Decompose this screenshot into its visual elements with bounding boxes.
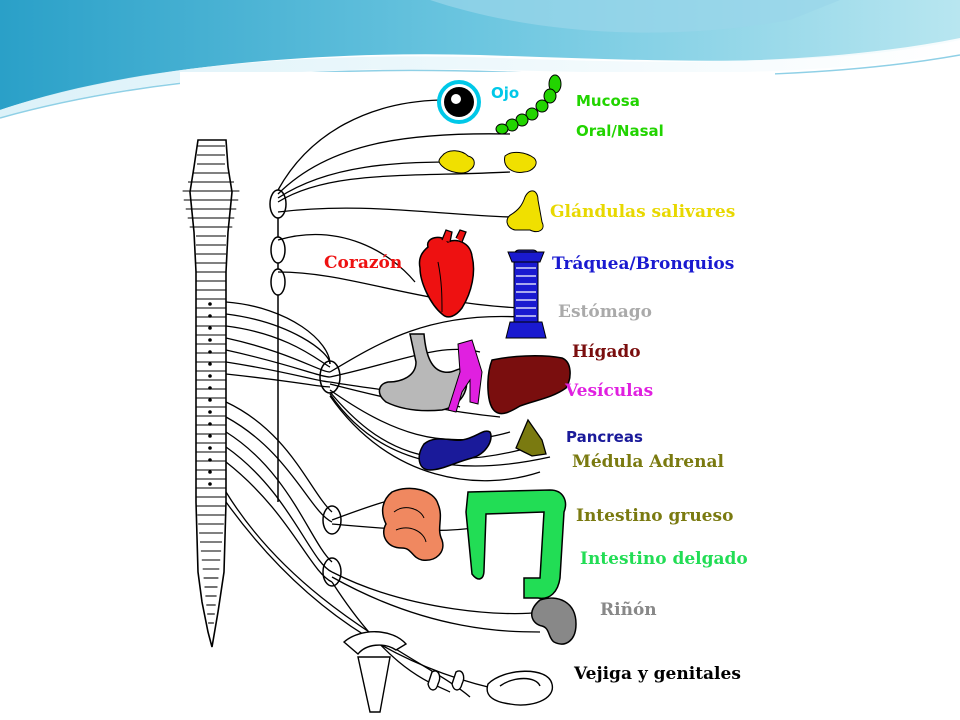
spinal-dot: [208, 338, 212, 342]
mucosa-organ: [495, 74, 562, 135]
heart-organ: [418, 229, 475, 318]
label-pancreas: Pancreas: [566, 428, 643, 446]
liver-organ: [487, 355, 571, 415]
spinal-dot: [208, 458, 212, 462]
spinal-dot: [208, 302, 212, 306]
spinal-dots: [208, 302, 212, 486]
spinal-dot: [208, 398, 212, 402]
label-oral-nasal: Oral/Nasal: [576, 122, 664, 140]
diagram-drawing: [182, 74, 577, 713]
label-corazon: Corazón: [324, 253, 403, 273]
spinal-dot: [208, 374, 212, 378]
label-vesiculas: Vesículas: [565, 381, 654, 401]
spinal-dot: [208, 362, 212, 366]
label-ojo: Ojo: [491, 84, 520, 102]
label-traquea-bronquios: Tráquea/Bronquios: [552, 254, 735, 274]
label-medula-adrenal: Médula Adrenal: [572, 452, 724, 472]
spinal-dot: [208, 350, 212, 354]
ganglion-chain: [269, 189, 342, 587]
label-mucosa: Mucosa: [576, 92, 640, 110]
label-higado: Hígado: [572, 342, 641, 362]
vesicles-organ: [447, 339, 483, 413]
spinal-dot: [208, 314, 212, 318]
spinal-dot: [208, 470, 212, 474]
spinal-dot: [208, 446, 212, 450]
bladder-genitals-organ: [342, 631, 553, 713]
salivary-gland-organ: [506, 190, 544, 233]
trachea-organ: [505, 249, 547, 339]
spinal-dot: [208, 326, 212, 330]
stomach-organ: [378, 333, 468, 412]
label-vejiga-genitales: Vejiga y genitales: [574, 664, 741, 684]
kidney-organ: [531, 597, 577, 645]
spinal-cord: [189, 139, 233, 648]
adrenal-organ: [515, 418, 547, 457]
spinal-dot: [208, 410, 212, 414]
large-intestine-organ: [465, 489, 567, 600]
autonomic-nervous-system-diagram: Ojo Mucosa Oral/Nasal Glándulas salivare…: [180, 72, 775, 720]
spinal-dot: [208, 386, 212, 390]
trachea-rings: [516, 267, 536, 317]
eye-organ: [437, 80, 481, 124]
small-intestine-organ: [381, 487, 444, 561]
label-rinon: Riñón: [600, 600, 657, 620]
label-intestino-delgado: Intestino delgado: [580, 549, 748, 569]
spinal-dot: [208, 422, 212, 426]
label-glandulas-salivares: Glándulas salivares: [550, 202, 736, 222]
pancreas-organ: [418, 430, 492, 471]
label-estomago: Estómago: [558, 302, 652, 322]
spinal-dot: [208, 482, 212, 486]
small-glands-organ: [438, 150, 537, 174]
spinal-segments: [182, 145, 240, 624]
spinal-dot: [208, 434, 212, 438]
label-intestino-grueso: Intestino grueso: [576, 506, 734, 526]
